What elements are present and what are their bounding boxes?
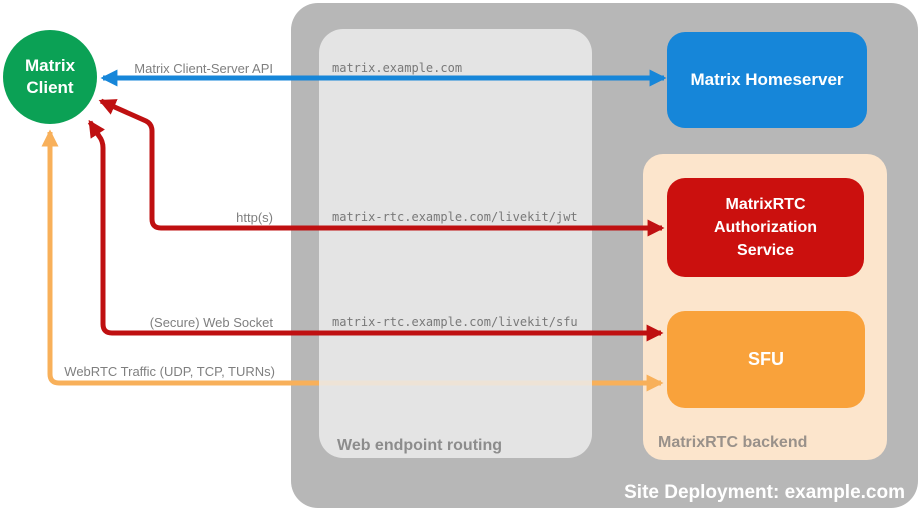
arrow-label-webrtc-traffic: WebRTC Traffic (UDP, TCP, TURNs) <box>64 364 275 379</box>
arrow-label-https: http(s) <box>236 210 273 225</box>
arrow-label-websocket: (Secure) Web Socket <box>149 315 273 330</box>
matrixrtc-backend-label: MatrixRTC backend <box>658 434 808 451</box>
matrix-client-node: Matrix Client <box>3 30 97 124</box>
matrix-homeserver-node: Matrix Homeserver <box>667 32 867 128</box>
arrow-label-client-server-api: Matrix Client-Server API <box>134 61 273 76</box>
web-endpoint-routing-label: Web endpoint routing <box>337 437 503 454</box>
auth-service-label: MatrixRTC Authorization Service <box>713 196 818 259</box>
endpoint-matrix: matrix.example.com <box>332 61 463 75</box>
site-deployment-title: Site Deployment: example.com <box>624 482 905 503</box>
auth-service-node: MatrixRTC Authorization Service <box>667 178 864 277</box>
endpoint-livekit-jwt: matrix-rtc.example.com/livekit/jwt <box>332 210 578 224</box>
web-endpoint-routing-container <box>319 29 592 458</box>
matrix-homeserver-label: Matrix Homeserver <box>690 70 844 89</box>
sfu-label: SFU <box>748 349 784 369</box>
matrix-client-label: Matrix Client <box>24 56 76 97</box>
endpoint-livekit-sfu: matrix-rtc.example.com/livekit/sfu <box>332 315 578 329</box>
sfu-node: SFU <box>667 311 865 408</box>
